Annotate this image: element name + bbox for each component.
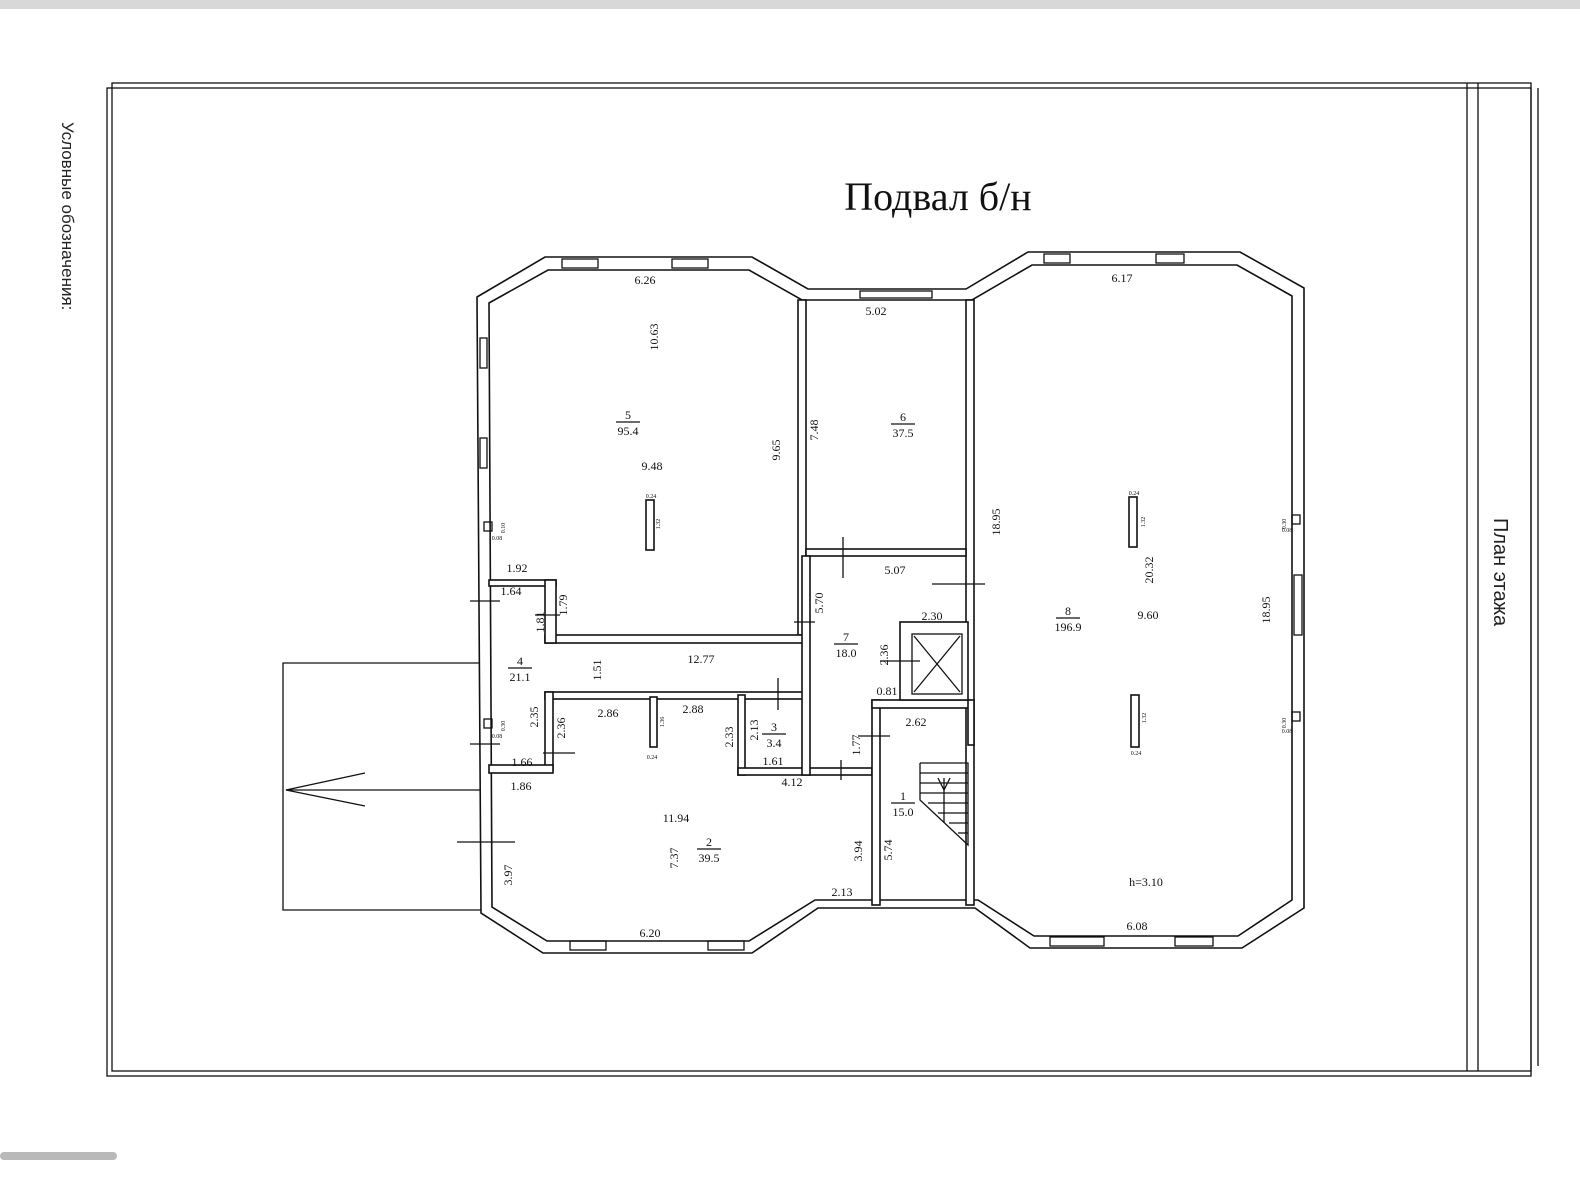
small-mark: 0.24 bbox=[1131, 751, 1142, 757]
dimension-label: 6.20 bbox=[640, 926, 661, 940]
viewer-top-bar bbox=[0, 0, 1580, 9]
horizontal-scrollbar[interactable] bbox=[0, 1152, 117, 1160]
small-mark: 1.32 bbox=[1142, 713, 1148, 724]
small-mark: 1.32 bbox=[1141, 517, 1147, 528]
dimension-label: 9.65 bbox=[769, 440, 783, 461]
room-area: 18.0 bbox=[836, 646, 857, 660]
room-number: 5 bbox=[625, 408, 631, 422]
room-area: 37.5 bbox=[893, 426, 914, 440]
room-area: 15.0 bbox=[893, 805, 914, 819]
sheet-title: План этажа bbox=[1489, 518, 1511, 627]
room-number: 1 bbox=[900, 789, 906, 803]
dimension-label: 2.86 bbox=[598, 706, 619, 720]
dimension-label: 3.94 bbox=[851, 841, 865, 862]
dimension-label: 12.77 bbox=[688, 652, 715, 666]
dimension-label: 2.13 bbox=[832, 885, 853, 899]
small-mark: 0.08 bbox=[492, 536, 503, 542]
dimension-label: 1.81 bbox=[533, 612, 547, 633]
room-area: 196.9 bbox=[1055, 620, 1082, 634]
room-number: 2 bbox=[706, 835, 712, 849]
small-marks: 0.241.320.100.080.300.081.360.240.241.32… bbox=[492, 491, 1293, 761]
dimension-label: 1.61 bbox=[763, 754, 784, 768]
dimension-label: 18.95 bbox=[1259, 597, 1273, 624]
dimension-label: 5.74 bbox=[881, 840, 895, 861]
windows bbox=[479, 253, 1303, 951]
dimension-label: 2.13 bbox=[747, 720, 761, 741]
room-area: 95.4 bbox=[618, 424, 639, 438]
sheet-frame-inner bbox=[111, 82, 1532, 1072]
dimension-label: 1.77 bbox=[849, 735, 863, 756]
room-number: 6 bbox=[900, 410, 906, 424]
small-mark: 0.08 bbox=[492, 734, 503, 740]
small-mark: 0.24 bbox=[1129, 491, 1140, 497]
dimension-label: 2.36 bbox=[877, 645, 891, 666]
dimension-label: 18.95 bbox=[989, 509, 1003, 536]
dimension-label: 5.70 bbox=[812, 593, 826, 614]
dimension-label: 1.92 bbox=[507, 561, 528, 575]
dimension-label: 6.17 bbox=[1112, 271, 1133, 285]
dimension-label: 9.48 bbox=[642, 459, 663, 473]
plan-title: Подвал б/н bbox=[844, 174, 1031, 219]
dimension-label: 10.63 bbox=[647, 324, 661, 351]
dimension-label: 11.94 bbox=[663, 811, 690, 825]
dimension-label: 5.02 bbox=[866, 304, 887, 318]
small-mark: 0.30 bbox=[1282, 519, 1288, 530]
small-mark: 0.24 bbox=[646, 494, 657, 500]
dimension-label: 0.81 bbox=[877, 684, 898, 698]
ceiling-height-note: h=3.10 bbox=[1129, 875, 1163, 889]
dimension-label: 2.33 bbox=[722, 727, 736, 748]
small-mark: 0.24 bbox=[647, 755, 658, 761]
small-mark: 0.10 bbox=[501, 523, 507, 534]
room-number: 4 bbox=[517, 654, 523, 668]
room-area: 3.4 bbox=[767, 736, 782, 750]
small-mark: 0.30 bbox=[1282, 718, 1288, 729]
dimension-labels: 6.2610.639.489.657.485.0218.956.179.6020… bbox=[501, 271, 1274, 940]
dimension-label: 7.48 bbox=[807, 420, 821, 441]
dimension-label: 9.60 bbox=[1138, 608, 1159, 622]
dimension-label: 5.07 bbox=[885, 563, 906, 577]
dimension-label: 6.08 bbox=[1127, 919, 1148, 933]
outer-walls bbox=[476, 251, 1305, 954]
dimension-label: 7.37 bbox=[667, 848, 681, 869]
dimension-label: 2.62 bbox=[906, 715, 927, 729]
small-mark: 0.08 bbox=[1282, 528, 1293, 534]
small-mark: 0.08 bbox=[1282, 729, 1293, 735]
dimension-label: 1.79 bbox=[556, 595, 570, 616]
dimension-label: 20.32 bbox=[1142, 557, 1156, 584]
small-mark: 0.30 bbox=[501, 721, 507, 732]
entrance-annex bbox=[282, 662, 483, 911]
legend-label: Условные обозначения: bbox=[58, 122, 77, 310]
interior-walls bbox=[488, 299, 1140, 906]
dimension-label: 4.12 bbox=[782, 775, 803, 789]
door-marks bbox=[457, 537, 985, 843]
dimension-label: 1.86 bbox=[511, 779, 532, 793]
dimension-label: 3.97 bbox=[501, 865, 515, 886]
dimension-label: 2.36 bbox=[554, 718, 568, 739]
small-mark: 1.36 bbox=[660, 717, 666, 728]
dimension-label: 6.26 bbox=[635, 273, 656, 287]
room-labels: 1 15.0 2 39.5 3 3.4 4 21.1 5 95.4 6 37.5 7 18.0 8 196.9 bbox=[508, 408, 1082, 865]
dimension-label: 1.64 bbox=[501, 584, 522, 598]
room-number: 8 bbox=[1065, 604, 1071, 618]
room-area: 39.5 bbox=[699, 851, 720, 865]
dimension-label: 2.88 bbox=[683, 702, 704, 716]
staircase bbox=[919, 762, 969, 847]
sheet-frame-outer bbox=[106, 87, 1532, 1077]
small-mark: 1.32 bbox=[656, 519, 662, 530]
dimension-label: 2.35 bbox=[527, 707, 541, 728]
room-area: 21.1 bbox=[510, 670, 531, 684]
dimension-label: 1.51 bbox=[590, 660, 604, 681]
dimension-label: 2.30 bbox=[922, 609, 943, 623]
room-number: 3 bbox=[771, 720, 777, 734]
room-number: 7 bbox=[843, 630, 849, 644]
dimension-label: 1.66 bbox=[512, 755, 533, 769]
entrance-arrowhead bbox=[285, 772, 366, 807]
